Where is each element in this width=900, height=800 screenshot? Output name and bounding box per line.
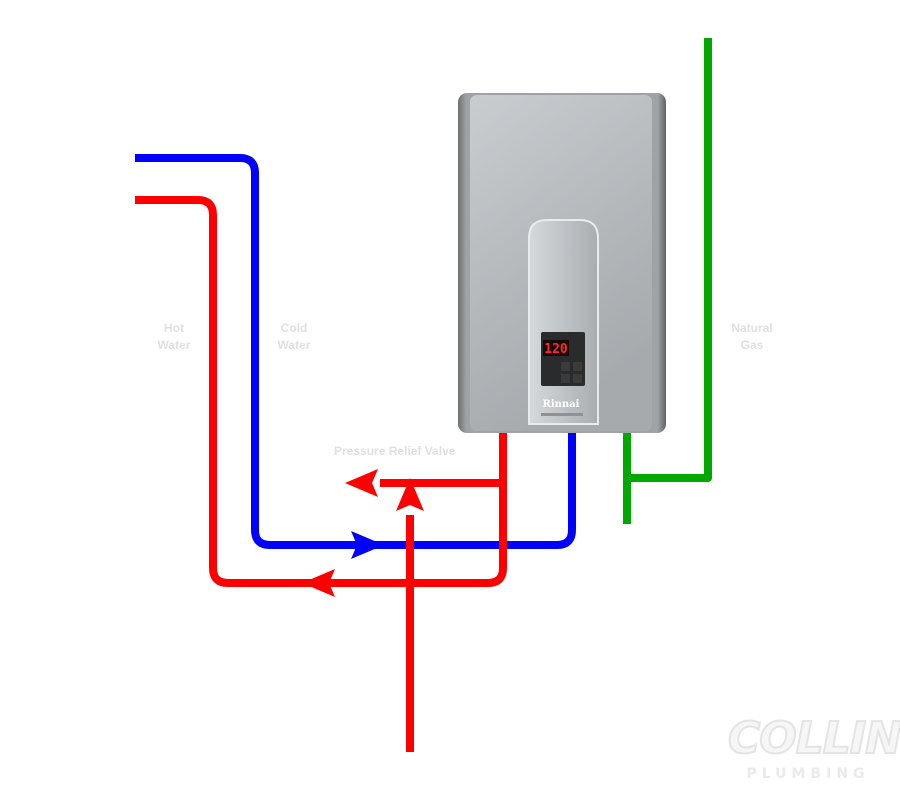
hot-water-label: Hot Water [146,320,202,354]
pressure-relief-valve-label: Pressure Relief Valve [334,444,456,458]
heater-button [573,362,582,371]
water-heater: 120 Rinnai [458,93,666,433]
cold-water-label: Cold Water [266,320,322,354]
collins-plumbing-logo: COLLINS PLUMBING [727,713,900,788]
hot-water-label-line1: Hot [164,321,184,335]
logo-name: COLLINS [727,713,900,764]
hot-flow-arrow [302,569,335,597]
heater-display-screen [543,340,569,356]
heater-label-strip [541,413,583,416]
heater-brand: Rinnai [543,399,580,410]
hot-water-pipe [135,196,507,587]
relief-arrow-up [396,478,424,511]
heater-button [573,374,582,383]
logo-subtitle: PLUMBING [746,766,870,782]
cold-water-label-line1: Cold [280,321,308,335]
natural-gas-label: Natural Gas [722,320,782,354]
natural-gas-label-line2: Gas [740,338,764,352]
heater-control-panel [528,219,599,425]
heater-button [561,362,570,371]
natural-gas-label-line1: Natural [731,321,773,335]
gas-pipe [627,38,712,482]
cold-flow-arrow [351,531,384,559]
heater-display-value: 120 [544,342,568,357]
cold-water-pipe [135,154,576,549]
cold-water-label-line2: Water [277,338,311,352]
hot-water-label-line2: Water [157,338,191,352]
relief-arrow-left [345,469,378,497]
heater-button [561,374,570,383]
